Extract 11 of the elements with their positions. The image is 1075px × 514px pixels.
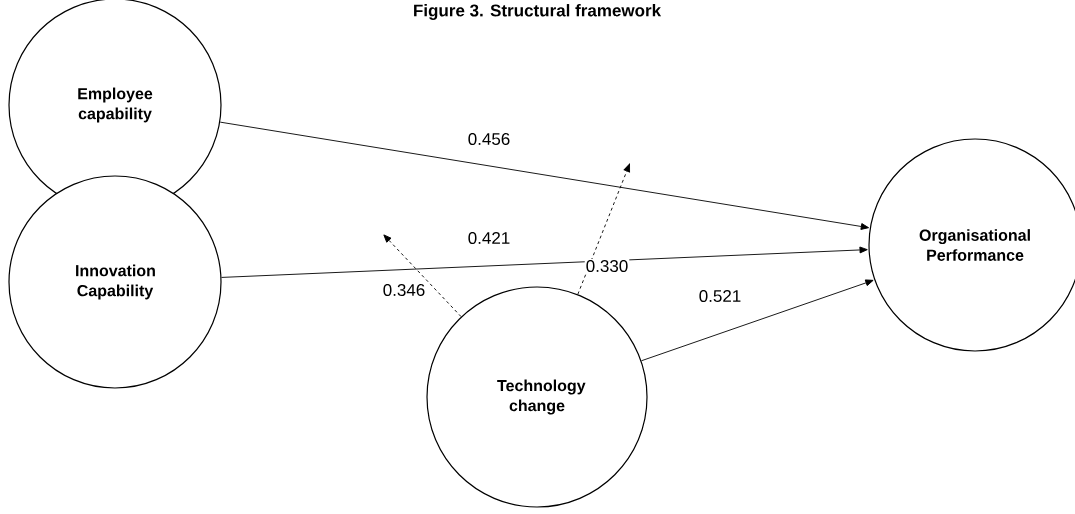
path-coefficient: 0.330 bbox=[584, 259, 630, 273]
path-arrow bbox=[219, 121, 870, 230]
path-coefficient: 0.421 bbox=[466, 231, 512, 245]
moderation-arrow bbox=[577, 163, 631, 295]
moderation-arrow bbox=[383, 234, 462, 318]
path-coefficient: 0.456 bbox=[466, 132, 512, 146]
figure-title: Figure 3. Structural framework bbox=[414, 4, 662, 20]
path-coefficient: 0.521 bbox=[697, 289, 743, 303]
path-arrow bbox=[221, 246, 868, 278]
path-coefficient: 0.346 bbox=[381, 283, 427, 297]
path-arrow bbox=[641, 279, 874, 362]
